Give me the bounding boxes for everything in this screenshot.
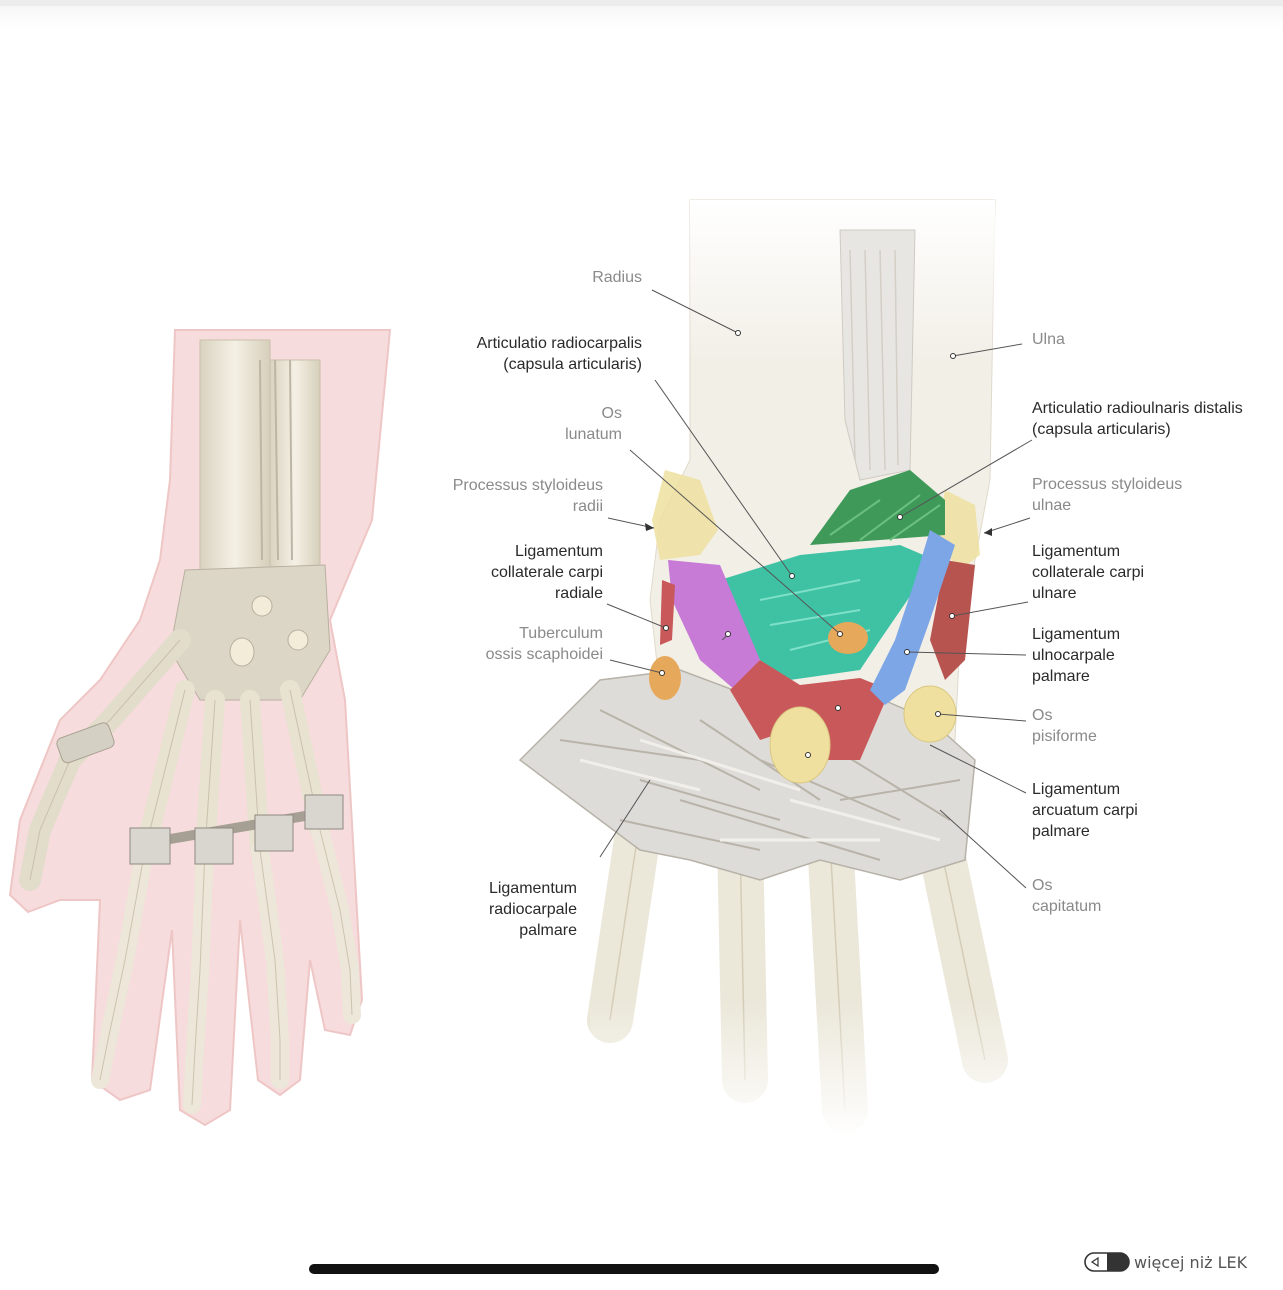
label-ulna: Ulna bbox=[1032, 331, 1065, 348]
label-os-capitatum: Os capitatum bbox=[1032, 877, 1102, 915]
label-os-lunatum: Os lunatum bbox=[565, 405, 622, 443]
hand-overview bbox=[8, 329, 392, 1127]
interosseous-membrane bbox=[839, 229, 916, 481]
top-status-strip bbox=[0, 0, 1283, 6]
overview-tendons bbox=[259, 359, 293, 561]
leader-dots bbox=[659, 330, 956, 758]
label-tuberculum-scaphoidei: Tuberculum ossis scaphoidei bbox=[485, 625, 603, 663]
label-lig-collaterale-radiale: Ligamentum collaterale carpi radiale bbox=[490, 543, 603, 602]
os-pisiforme bbox=[903, 685, 957, 743]
overview-radius bbox=[199, 339, 271, 571]
label-articulatio-radiocarpalis: Articulatio radiocarpalis (capsula artic… bbox=[476, 335, 642, 373]
radiocarpal-capsule bbox=[720, 545, 935, 680]
brand-logo: więcej niż LEK bbox=[1084, 1250, 1247, 1274]
overview-ulna bbox=[269, 359, 321, 571]
tuberculum-ossis-scaphoidei bbox=[649, 656, 681, 700]
label-lig-radiocarpale: Ligamentum radiocarpale palmare bbox=[488, 880, 577, 939]
label-lig-ulnocarpale: Ligamentum ulnocarpale palmare bbox=[1032, 626, 1121, 685]
label-os-pisiforme: Os pisiforme bbox=[1032, 707, 1097, 745]
ligamentum-ulnocarpale-blue bbox=[870, 530, 955, 705]
brand-text: więcej niż LEK bbox=[1134, 1252, 1248, 1272]
label-processus-styloideus-ulnae: Processus styloideus ulnae bbox=[1032, 476, 1183, 514]
top-fade bbox=[0, 6, 1283, 30]
os-lunatum bbox=[828, 622, 868, 654]
processus-styloideus-radii bbox=[652, 470, 718, 560]
os-capitatum bbox=[769, 706, 831, 784]
home-indicator[interactable] bbox=[309, 1264, 939, 1274]
pill-logo-icon bbox=[1084, 1252, 1130, 1272]
ligamentum-collaterale-ulnare-red bbox=[930, 560, 975, 680]
label-articulatio-radioulnaris: Articulatio radioulnaris distalis (capsu… bbox=[1032, 400, 1243, 438]
ligamentum-radiocarpale-purple bbox=[668, 560, 760, 690]
overview-carpals bbox=[169, 564, 331, 701]
overview-sesamoid bbox=[229, 637, 255, 667]
label-lig-arcuatum: Ligamentum arcuatum carpi palmare bbox=[1032, 781, 1138, 840]
wrist-detail bbox=[518, 199, 1050, 1140]
label-lig-collaterale-ulnare: Ligamentum collaterale carpi ulnare bbox=[1032, 543, 1145, 602]
label-radius: Radius bbox=[592, 269, 642, 286]
label-processus-styloideus-radii: Processus styloideus radii bbox=[452, 477, 603, 515]
leader-lines bbox=[599, 289, 1033, 889]
arrowheads bbox=[645, 523, 992, 536]
